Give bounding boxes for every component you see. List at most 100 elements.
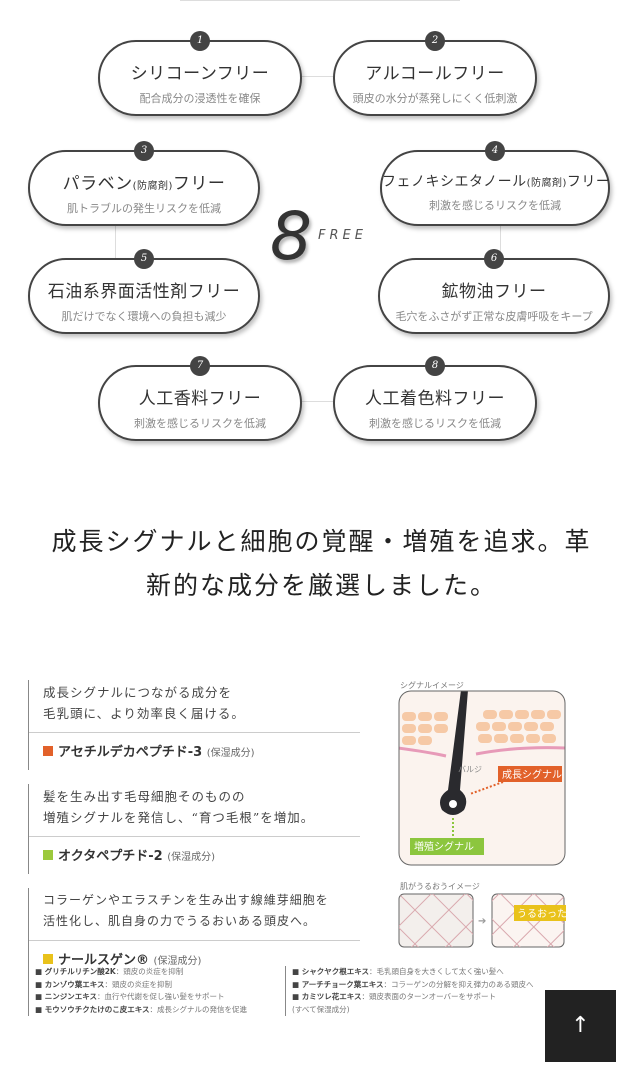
desc-line: 髪を生み出す毛母細胞そのものの [43,789,246,804]
ingredient-note: (保湿成分) [153,956,202,967]
ingredient-label: アセチルデカペプチド-3 [58,745,203,760]
free-item-title: 人工着色料フリー [365,389,505,409]
ingredient-desc: 髪を生み出す毛母細胞そのものの増殖シグナルを発信し、“育つ毛根”を増加。 [29,784,360,837]
note-desc: ：毛乳頭自身を大きくして太く強い髪へ [368,967,504,976]
ingredient-note: (保湿成分) [167,852,216,863]
skin-image-caption: 肌がうるおうイメージ [400,882,480,891]
note-name: ■ グリチルリチン酸2K [35,967,116,976]
title-note: (防腐剤) [526,178,567,189]
divider [180,0,460,1]
signal-illustration: バルジ 成長シグナル 増殖シグナル [398,690,566,866]
skin-texture [399,894,473,947]
note-item: ■ グリチルリチン酸2K：頭皮の炎症を抑制 [35,966,247,979]
connector [302,76,334,77]
note-desc: ：頭皮の炎症を抑制 [104,979,172,989]
number-badge: 4 [485,141,505,161]
ingredient-name: ナールスゲン® (保湿成分) [29,941,360,978]
signal-image-caption: シグナルイメージ [400,681,464,690]
desc-line: 活性化し、肌自身の力でうるおいある頭皮へ。 [43,914,317,928]
arrow-right-icon: ➔ [478,916,486,927]
ingredient-desc: 成長シグナルにつながる成分を毛乳頭に、より効率良く届ける。 [29,680,360,733]
ingredient-label: ナールスゲン® [58,953,150,968]
note-name: ■ モウソウチクたけのこ皮エキス [35,1004,150,1014]
free-item-sub: 頭皮の水分が蒸発しにくく低刺激 [352,92,518,105]
number-badge: 3 [134,141,154,161]
ingredient-name: アセチルデカペプチド-3 (保湿成分) [29,733,360,770]
free-item-title: シリコーンフリー [130,64,270,84]
moist-skin-tag [514,905,566,921]
follicle-cell [449,800,457,808]
prolif-signal-label: 増殖シグナル [414,840,474,853]
note-name: ■ カンゾウ葉エキス [35,979,105,989]
number-badge: 6 [484,249,504,269]
free-item-sub: 配合成分の浸透性を確保 [139,92,261,105]
free-item-title: フェノキシエタノール(防腐剤)フリー [382,171,610,191]
note-item: ■ アーチチョーク葉エキス：コラーゲンの分解を抑え弾力のある頭皮へ [292,979,534,992]
ingredient-label: オクタペプチド-2 [58,849,163,864]
notes-left: ■ グリチルリチン酸2K：頭皮の炎症を抑制 ■ カンゾウ葉エキス：頭皮の炎症を抑… [28,966,247,1016]
scroll-to-top-button[interactable]: ↑ [545,990,616,1062]
ingredient-block: 成長シグナルにつながる成分を毛乳頭に、より効率良く届ける。 アセチルデカペプチド… [28,680,360,770]
growth-signal-tag [498,766,562,782]
color-square-icon [43,746,53,756]
note-item: ■ カミツレ花エキス：頭皮表面のターンオーバーをサポート [292,991,534,1004]
free-item-title: 人工香料フリー [138,389,262,409]
moist-skin-label: うるおった肌 [517,908,566,920]
free-item-title: 鉱物油フリー [441,282,547,302]
note-name: ■ シャクヤク根エキス [292,967,369,976]
connector [302,401,334,402]
number-badge: 7 [190,356,210,376]
title-main: パラベン [62,174,133,194]
notes-right: ■ シャクヤク根エキス：毛乳頭自身を大きくして太く強い髪へ ■ アーチチョーク葉… [285,966,534,1016]
skin-cells [402,710,561,745]
free-item-6: 6 鉱物油フリー毛穴をふさがず正常な皮膚呼吸をキープ [378,249,610,334]
note-name: ■ カミツレ花エキス [292,992,362,1001]
note-desc: ：コラーゲンの分解を抑え弾力のある頭皮へ [383,979,534,989]
number-badge: 5 [134,249,154,269]
note-name: ■ アーチチョーク葉エキス [292,979,384,989]
skin-layer-line [399,746,565,758]
note-desc: ：頭皮の炎症を抑制 [115,967,184,976]
color-square-icon [43,850,53,860]
note-item: ■ カンゾウ葉エキス：頭皮の炎症を抑制 [35,979,247,992]
arrow-up-icon: ↑ [571,1013,590,1038]
free-item-sub: 肌だけでなく環境への負担も減少 [61,310,227,323]
note-item: ■ モウソウチクたけのこ皮エキス：成長シグナルの発信を促進 [35,1004,247,1017]
title-end: フリー [172,174,226,194]
free-item-sub: 毛穴をふさがず正常な皮膚呼吸をキープ [395,310,593,323]
number-badge: 8 [425,356,445,376]
note-desc: ：頭皮表面のターンオーバーをサポート [361,992,497,1001]
number-badge: 1 [190,31,210,51]
connector [500,226,501,258]
free-item-1: 1 シリコーンフリー配合成分の浸透性を確保 [98,31,302,116]
desc-line: 増殖シグナルを発信し、“育つ毛根”を増加。 [43,810,315,825]
note-desc: ：血行や代謝を促し強い髪をサポート [96,992,225,1001]
desc-line: 成長シグナルにつながる成分を [43,685,233,700]
free-item-sub: 肌トラブルの発生リスクを低減 [67,202,221,215]
prolif-signal-tag [410,838,484,855]
heading-line-1: 成長シグナルと細胞の覚醒・増殖を追求。革 [51,527,592,556]
ingredient-note: (保湿成分) [206,748,255,759]
number-badge: 2 [425,31,445,51]
ingredient-block: コラーゲンやエラスチンを生み出す線維芽細胞を活性化し、肌自身の力でうるおいある頭… [28,888,360,978]
ingredient-list: 成長シグナルにつながる成分を毛乳頭に、より効率良く届ける。 アセチルデカペプチド… [28,680,360,992]
note-desc: ：成長シグナルの発信を促進 [149,1004,247,1014]
free-item-title: パラベン(防腐剤)フリー [30,169,258,194]
free-count: 8 [270,198,312,275]
title-note: (防腐剤) [132,181,173,192]
section-heading: 成長シグナルと細胞の覚醒・増殖を追求。革 新的な成分を厳選しました。 [0,520,643,608]
bulge-label: バルジ [458,765,482,774]
illustration-frame [398,690,566,866]
note-name: ■ ニンジンエキス [35,992,97,1001]
color-square-icon [43,954,53,964]
desc-line: コラーゲンやエラスチンを生み出す線維芽細胞を [43,893,329,907]
ingredient-desc: コラーゲンやエラスチンを生み出す線維芽細胞を活性化し、肌自身の力でうるおいある頭… [29,888,360,941]
hair-follicle [440,691,468,815]
note-item: ■ シャクヤク根エキス：毛乳頭自身を大きくして太く強い髪へ [292,966,534,979]
